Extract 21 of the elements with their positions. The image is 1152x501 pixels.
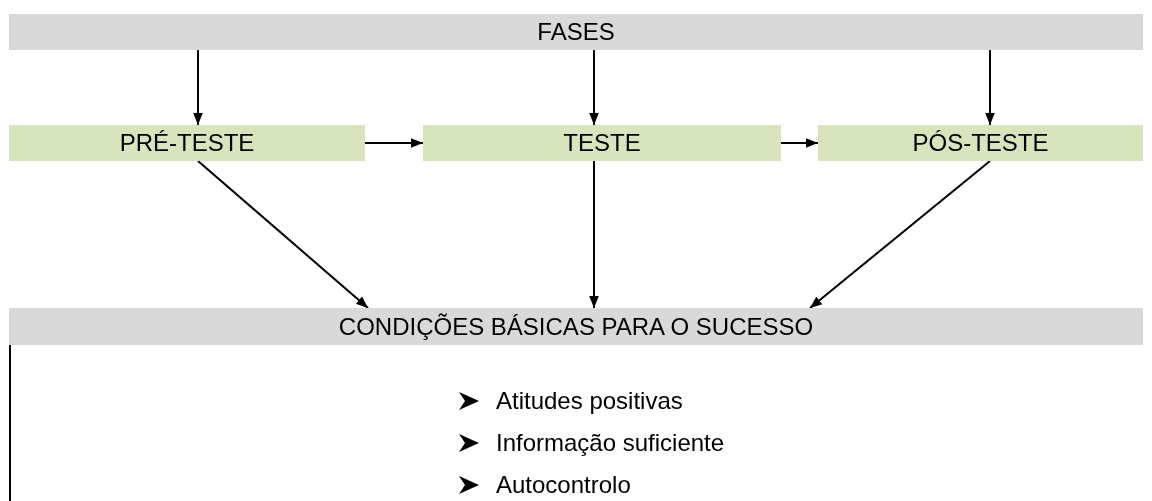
box-label: PÓS-TESTE (912, 129, 1049, 157)
arrow (780, 138, 819, 148)
arrow (809, 160, 991, 309)
arrow (985, 49, 995, 126)
phase-box (9, 125, 365, 161)
phase-box (423, 125, 781, 161)
header-bar (9, 14, 1143, 50)
box-label: CONDIÇÕES BÁSICAS PARA O SUCESSO (338, 312, 814, 341)
box-label: FASES (537, 18, 615, 46)
list-item: Informação suficiente (496, 429, 725, 457)
list-item: Autocontrolo (496, 471, 631, 499)
box-label: PRÉ-TESTE (119, 129, 255, 157)
arrow (193, 49, 203, 126)
arrow (589, 49, 599, 126)
phase-box (818, 125, 1143, 161)
list-item: Atitudes positivas (496, 387, 683, 415)
header-bar (9, 308, 1143, 345)
arrow (589, 160, 599, 309)
arrow (197, 160, 369, 309)
arrow (364, 138, 424, 148)
box-label: TESTE (563, 129, 641, 157)
